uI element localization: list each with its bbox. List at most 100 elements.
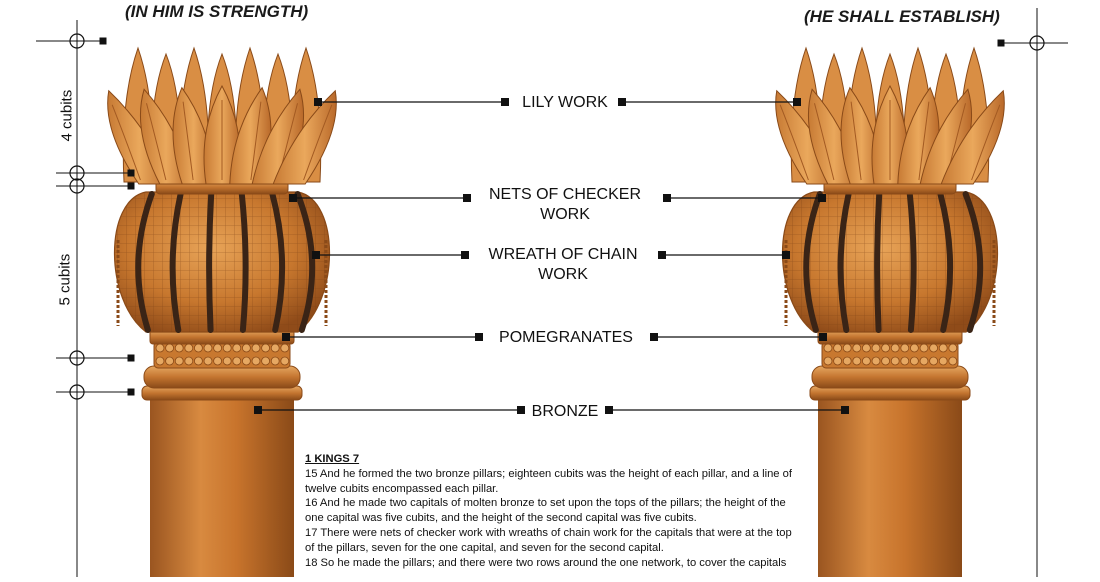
callout-marker (841, 406, 849, 414)
callout-marker (650, 333, 658, 341)
left-pomegranate (155, 343, 165, 353)
right-chain-wreath (937, 191, 954, 333)
scripture-passage: 1 KINGS 7 15 And he formed the two bronz… (305, 452, 800, 577)
left-petal-vein (250, 101, 262, 181)
right-chain-wreath (837, 191, 852, 333)
left-pomegranate (203, 343, 213, 353)
right-pomegranate (948, 343, 958, 353)
right-pomegranate (833, 356, 842, 366)
left-lily-work (107, 46, 337, 185)
nets-of-checker-work-label: NETS OF CHECKER WORK (470, 185, 660, 225)
right-petal-vein (971, 104, 1001, 181)
left-pomegranate (193, 343, 203, 353)
left-pomegranate-band (153, 341, 291, 369)
callout-marker (461, 251, 469, 259)
callout-marker (782, 251, 790, 259)
bronze-label: BRONZE (531, 403, 599, 420)
right-pillar-caption: (HE SHALL ESTABLISH) (804, 7, 1000, 26)
right-pomegranate (929, 343, 938, 353)
left-pillar (107, 46, 337, 582)
callout-marker (605, 406, 613, 414)
right-pomegranate (890, 343, 900, 353)
right-pomegranate (842, 356, 852, 366)
left-chain-wreath (135, 191, 155, 333)
right-pomegranate (852, 356, 862, 366)
left-petal-vein (146, 103, 167, 181)
right-pomegranate (900, 356, 910, 366)
left-pomegranate (241, 343, 251, 353)
left-pomegranate (270, 356, 280, 366)
right-pomegranate (871, 343, 881, 353)
right-pomegranate (910, 343, 919, 353)
left-pomegranate (232, 356, 242, 366)
nets-label-line2: WORK (540, 206, 590, 223)
right-petal-vein (779, 104, 809, 181)
left-pomegranate (184, 356, 194, 366)
left-pillar-caption: (IN HIM IS STRENGTH) (125, 2, 309, 21)
right-pomegranate (823, 343, 833, 353)
right-pomegranate (823, 356, 833, 366)
left-pomegranate (203, 356, 213, 366)
left-chain-wreath (169, 191, 184, 333)
right-pomegranate (842, 343, 852, 353)
right-chain-wreath (906, 191, 917, 333)
left-pomegranate (155, 356, 165, 366)
right-pomegranate (919, 343, 929, 353)
dimension-marker (127, 169, 135, 177)
right-chain-wreath (962, 191, 984, 333)
right-chain-wreath (803, 191, 823, 333)
left-pomegranate (261, 356, 271, 366)
callout-marker (658, 251, 666, 259)
left-pomegranate (232, 343, 242, 353)
right-pomegranate (881, 343, 890, 353)
callout-marker (517, 406, 525, 414)
right-pomegranate (910, 356, 919, 366)
left-petal-vein (111, 104, 141, 181)
left-pomegranate (280, 343, 290, 353)
right-petal-vein (850, 101, 862, 181)
right-pomegranate (862, 356, 871, 366)
left-pomegranate (174, 343, 184, 353)
scripture-heading: 1 KINGS 7 (305, 453, 360, 465)
lily-height-dimension: 4 cubits (58, 89, 76, 142)
left-lily-petal (272, 89, 337, 185)
callout-marker (819, 333, 827, 341)
verse-17: 17 There were nets of checker work with … (305, 526, 792, 554)
right-pomegranate (833, 343, 842, 353)
right-chain-wreaths (784, 191, 996, 333)
left-pomegranate (184, 343, 194, 353)
callout-marker (314, 98, 322, 106)
left-pomegranate (241, 356, 251, 366)
right-chain-wreath (874, 191, 883, 333)
callout-marker (663, 194, 671, 202)
right-pomegranate (938, 343, 948, 353)
callout-marker (463, 194, 471, 202)
verse-15: 15 And he formed the two bronze pillars;… (305, 467, 792, 495)
left-pomegranate (222, 356, 232, 366)
left-pomegranate (213, 356, 223, 366)
left-pomegranate (213, 343, 223, 353)
right-petal-vein (814, 103, 835, 181)
wreath-label-line2: WORK (538, 266, 588, 283)
left-pomegranate (270, 343, 280, 353)
left-pomegranate (280, 356, 290, 366)
crosshair-icon (1029, 35, 1045, 51)
right-pomegranate (938, 356, 948, 366)
left-pomegranate (261, 343, 271, 353)
left-pomegranate (251, 343, 261, 353)
left-pomegranate (251, 356, 261, 366)
right-pomegranate (852, 343, 862, 353)
callout-marker (312, 251, 320, 259)
left-pomegranate (174, 356, 184, 366)
right-pomegranate (881, 356, 890, 366)
right-pomegranate (890, 356, 900, 366)
left-chain-wreath (294, 191, 316, 333)
left-pomegranate (165, 343, 175, 353)
left-pomegranate (193, 356, 203, 366)
callout-marker (501, 98, 509, 106)
left-chain-wreath (206, 191, 215, 333)
right-pomegranate-rows (823, 343, 958, 366)
left-pomegranate (165, 356, 175, 366)
callout-marker (475, 333, 483, 341)
